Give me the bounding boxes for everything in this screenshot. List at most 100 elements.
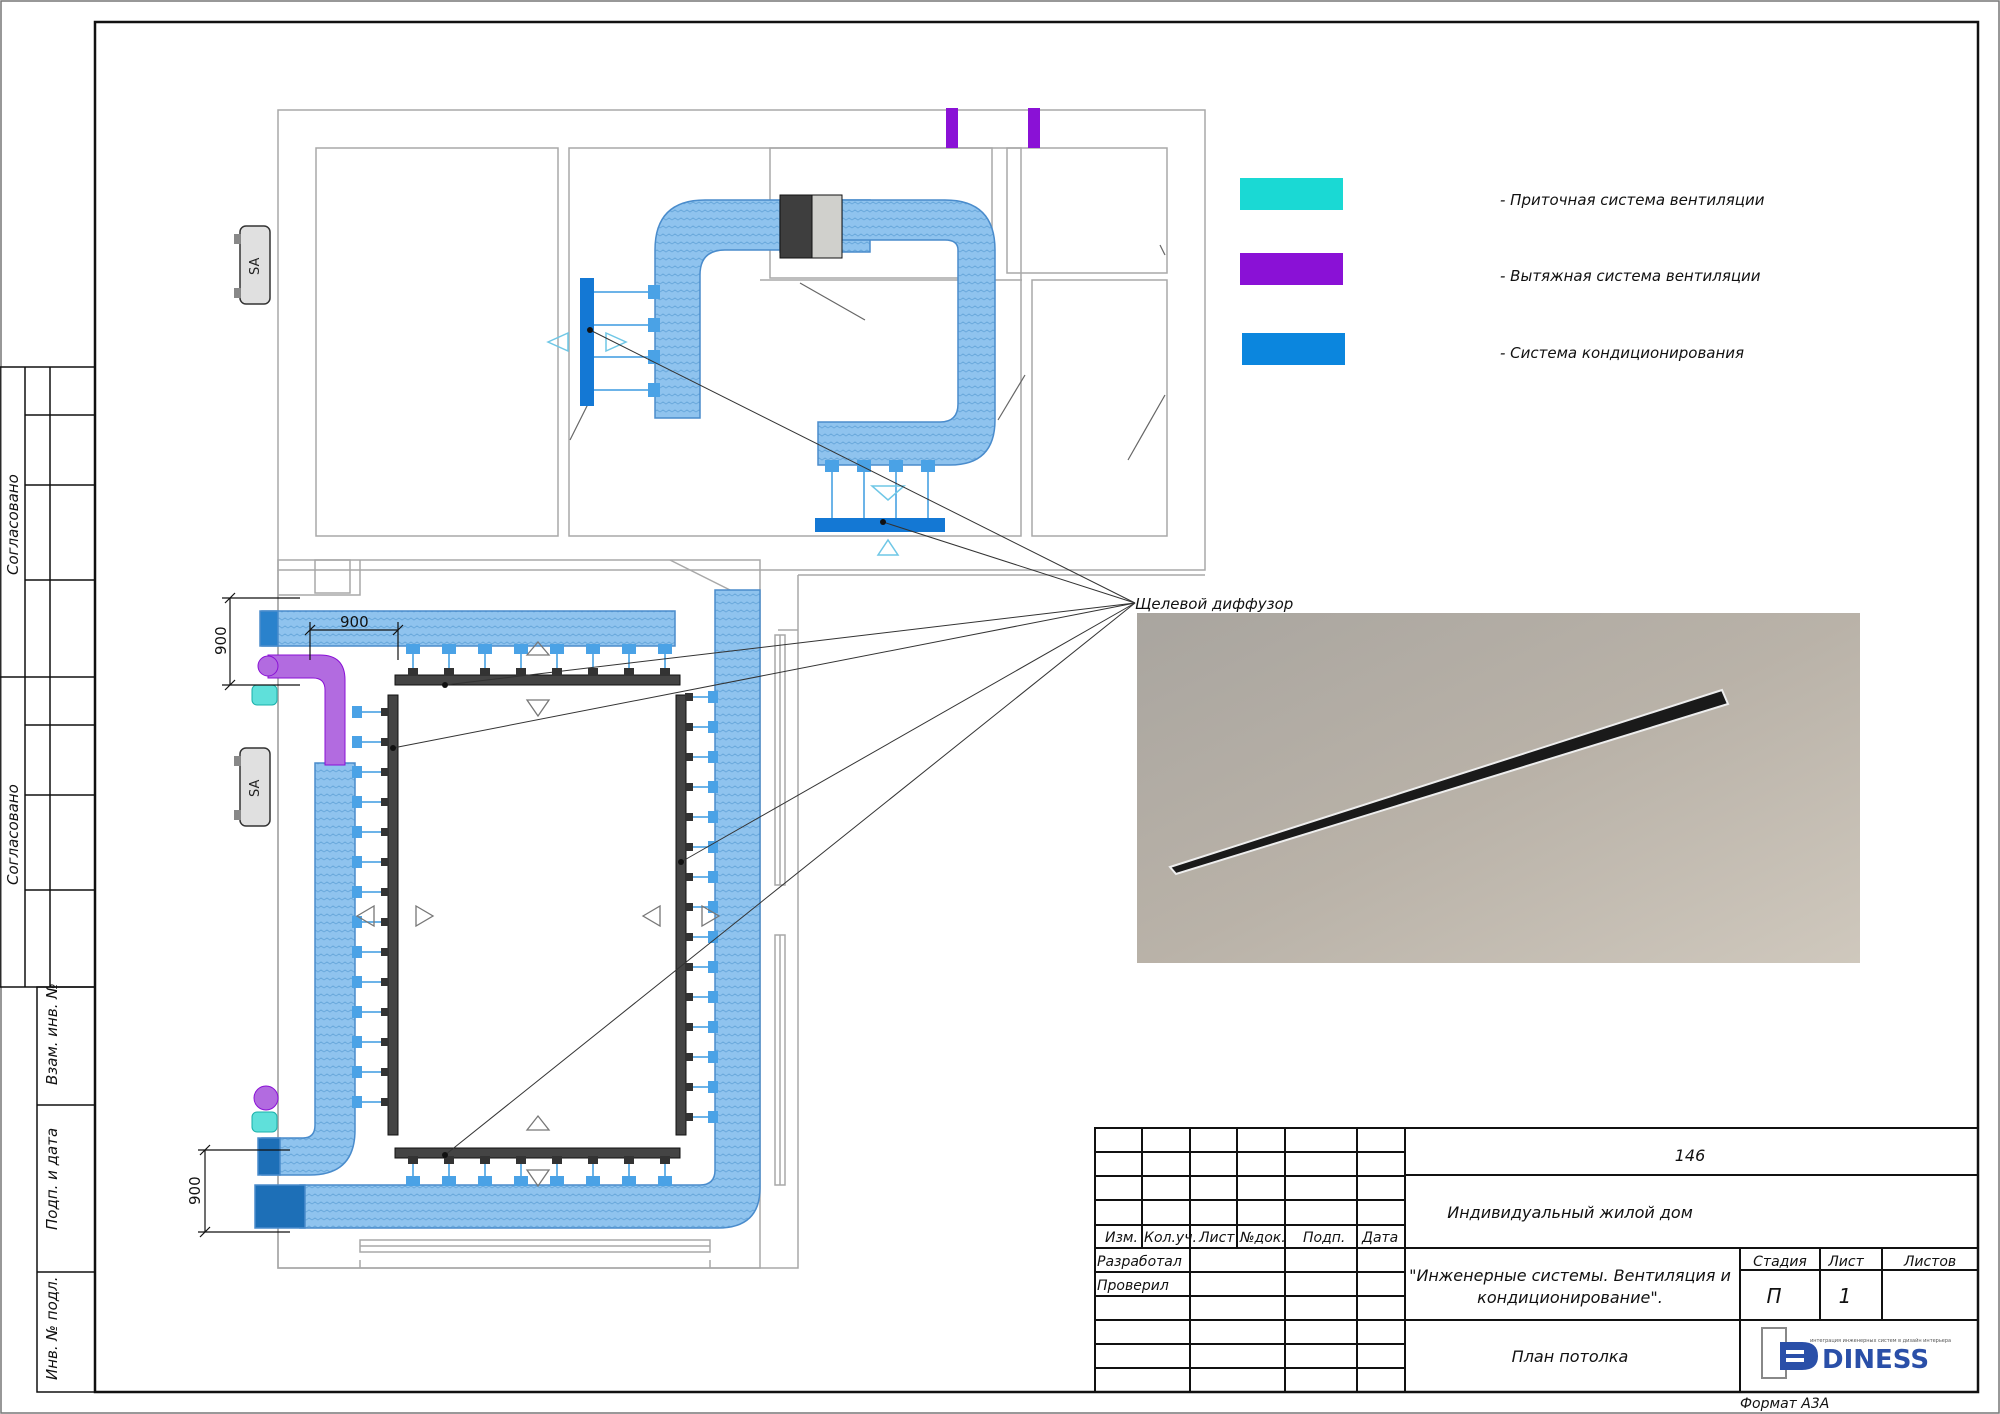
connector-box [708,1021,718,1033]
connector-box [658,644,672,654]
connector-box [478,1176,492,1186]
connector-clip [685,783,693,791]
role-checked: Проверил [1097,1278,1169,1294]
connector-clip [588,668,598,676]
connector-clip [381,888,389,896]
sheets-header: Листов [1903,1254,1956,1270]
connector-box [514,644,528,654]
col-podp: Подп. [1303,1230,1345,1246]
connector-box [622,644,636,654]
connector-box [658,1176,672,1186]
connector-box [442,1176,456,1186]
connector-clip [444,1156,454,1164]
connector-clip [444,668,454,676]
replaced-inv-label: Взам. инв. № [43,983,61,1085]
connector-clip [685,693,693,701]
diness-logo: DINESS интеграция инженерных систем в ди… [1761,1327,1951,1379]
connector-box [708,901,718,913]
connector-clip [381,768,389,776]
connector-box [352,1006,362,1018]
connector-clip [516,668,526,676]
legend-swatch-ac [1242,333,1345,365]
diffuser-label: Щелевой диффузор [1135,595,1293,613]
dimension-900-a: 900 [212,626,230,655]
connector-box [708,871,718,883]
dimension-900-b: 900 [340,613,369,631]
diffuser-connectors [352,644,718,1186]
col-kol-uch: Кол.уч. [1144,1230,1197,1246]
role-developed: Разработал [1097,1254,1182,1270]
supply-elements [251,684,278,1133]
stage-value: П [1766,1284,1781,1308]
connector-clip [685,813,693,821]
connector-box [352,796,362,808]
connector-clip [685,903,693,911]
connector-box [708,811,718,823]
connector-clip [685,753,693,761]
connector-box [708,1111,718,1123]
slot-diffuser-upper-left [580,278,660,406]
connector-clip [480,1156,490,1164]
connector-box [352,886,362,898]
format-label: Формат А3А [1740,1396,1829,1412]
air-direction-arrows-upper [546,331,906,556]
logo-tagline: интеграция инженерных систем в дизайн ин… [1810,1337,1951,1344]
connector-clip [381,1038,389,1046]
connector-box [708,721,718,733]
title-block [1094,1127,1979,1393]
connector-box [442,644,456,654]
slot-diffuser-top [394,674,681,686]
sign-date-label: Подп. и дата [43,1128,61,1230]
connector-clip [480,668,490,676]
legend-label-supply: - Приточная система вентиляции [1500,191,1765,209]
connector-clip [660,668,670,676]
approval-strip [0,366,96,1393]
connector-box [622,1176,636,1186]
connector-clip [381,738,389,746]
connector-box [352,1096,362,1108]
ac-indoor-unit [779,194,843,259]
sa-label-1: SA [248,258,263,275]
sheet-value: 1 [1839,1284,1852,1308]
connector-box [708,991,718,1003]
connector-box [708,691,718,703]
connector-clip [685,1113,693,1121]
connector-clip [381,918,389,926]
diffuser-photo [1137,613,1860,963]
connector-clip [660,1156,670,1164]
diffuser-leader-lines [392,329,1136,1156]
connector-box [586,644,600,654]
doc-title-line2: кондиционирование". [1477,1288,1663,1307]
connector-clip [381,978,389,986]
connector-box [708,961,718,973]
slot-diffuser-left [387,694,399,1136]
connector-box [352,826,362,838]
ac-duct-lower [254,589,761,1229]
dimension-lines [198,592,404,1238]
connector-box [586,1176,600,1186]
connector-box [708,931,718,943]
connector-clip [552,1156,562,1164]
connector-box [514,1176,528,1186]
connector-clip [381,798,389,806]
connector-clip [381,828,389,836]
connector-box [708,1051,718,1063]
connector-clip [588,1156,598,1164]
connector-box [352,766,362,778]
stage-header: Стадия [1753,1254,1807,1270]
drawing-name: План потолка [1512,1347,1629,1366]
connector-box [352,1066,362,1078]
connector-box [352,1036,362,1048]
door-swings [569,244,1166,461]
sheet-header: Лист [1827,1254,1864,1270]
legend-label-ac: - Система кондиционирования [1500,344,1744,362]
connector-box [550,1176,564,1186]
exhaust-riser-2 [1028,108,1040,148]
connector-clip [685,723,693,731]
connector-clip [624,668,634,676]
connector-clip [381,708,389,716]
connector-clip [516,1156,526,1164]
connector-clip [408,1156,418,1164]
connector-box [352,946,362,958]
